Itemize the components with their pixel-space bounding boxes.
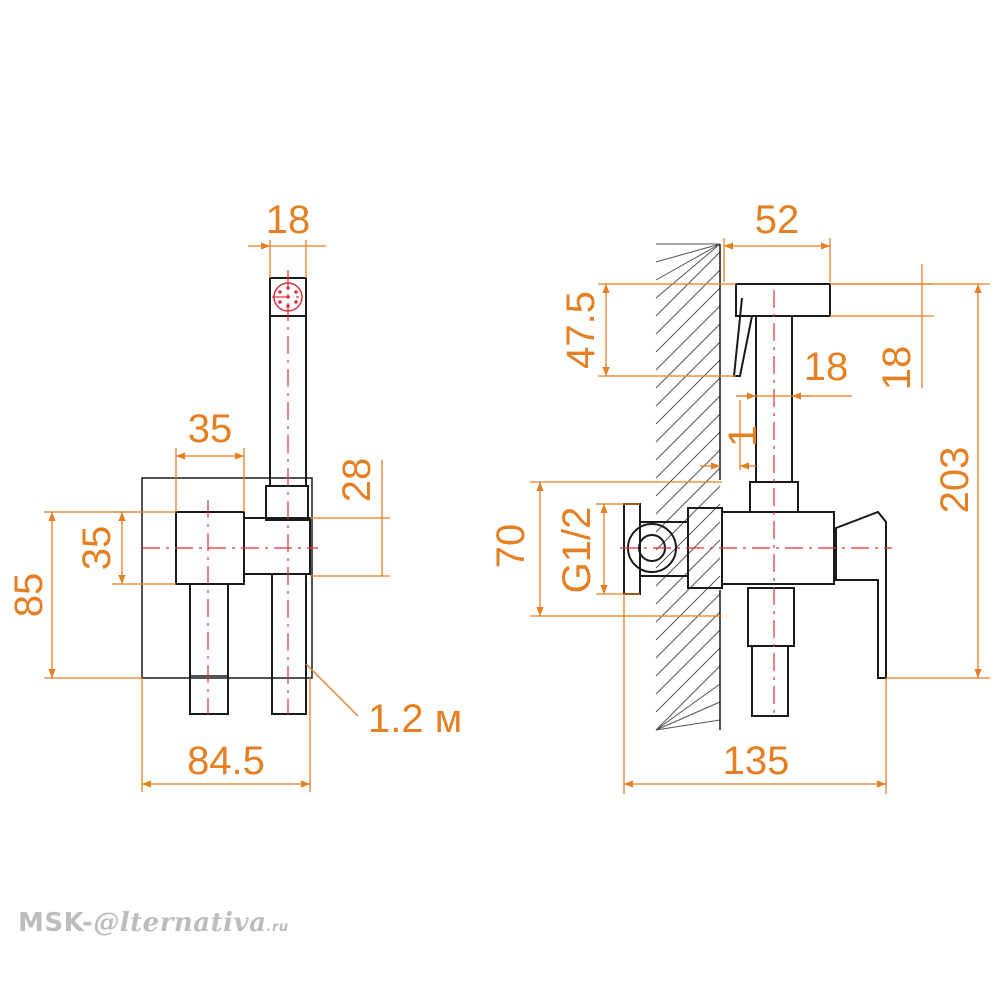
right-dim-flange-height: 70 bbox=[489, 524, 533, 569]
dimensions-left bbox=[44, 240, 390, 792]
left-dim-top-width: 18 bbox=[266, 198, 311, 242]
holder-cap bbox=[265, 485, 309, 521]
spray-holes bbox=[278, 286, 298, 308]
left-dim-total-width: 84.5 bbox=[187, 739, 265, 783]
right-thread-size: G1/2 bbox=[555, 507, 599, 594]
side-hose-nut bbox=[747, 587, 795, 647]
left-dim-holder-height: 28 bbox=[335, 458, 379, 503]
watermark-name: lternativa bbox=[119, 908, 267, 938]
left-view: 18 35 28 35 85 84.5 1.2 м bbox=[7, 198, 462, 792]
right-dim-stem: 18 bbox=[804, 345, 849, 389]
dimensions-right bbox=[530, 238, 990, 794]
right-dim-head-width: 52 bbox=[755, 198, 800, 242]
left-dim-total-height: 85 bbox=[7, 573, 51, 618]
side-handset-trigger bbox=[732, 297, 753, 377]
hose-pipe bbox=[271, 573, 307, 715]
watermark: MSK-@lternativa.ru bbox=[18, 908, 289, 938]
right-view: 52 47.5 18 18 1 203 70 G1/2 135 bbox=[489, 198, 990, 794]
inlet-fitting bbox=[623, 503, 641, 595]
left-dim-body-height: 35 bbox=[75, 526, 119, 571]
right-dim-wall-gap: 1 bbox=[721, 425, 765, 447]
right-dim-head-offset: 18 bbox=[875, 346, 919, 391]
wall-hatch bbox=[655, 243, 721, 731]
centerlines-right bbox=[620, 290, 892, 716]
holder-block bbox=[243, 517, 311, 575]
side-handset-head bbox=[735, 283, 831, 317]
right-dim-total-depth: 135 bbox=[723, 739, 790, 783]
watermark-prefix: MSK- bbox=[18, 908, 94, 938]
watermark-tld: .ru bbox=[266, 920, 289, 935]
left-dim-body-width: 35 bbox=[188, 407, 233, 451]
inlet-pipe bbox=[189, 583, 229, 715]
centerlines-left bbox=[142, 270, 318, 714]
right-dim-total-height: 203 bbox=[933, 447, 977, 514]
hose-length-label: 1.2 м bbox=[368, 697, 462, 741]
lever bbox=[835, 510, 887, 679]
right-dim-head-height: 47.5 bbox=[559, 291, 603, 369]
watermark-logo-icon: @ bbox=[93, 908, 120, 938]
side-hose bbox=[751, 645, 789, 717]
